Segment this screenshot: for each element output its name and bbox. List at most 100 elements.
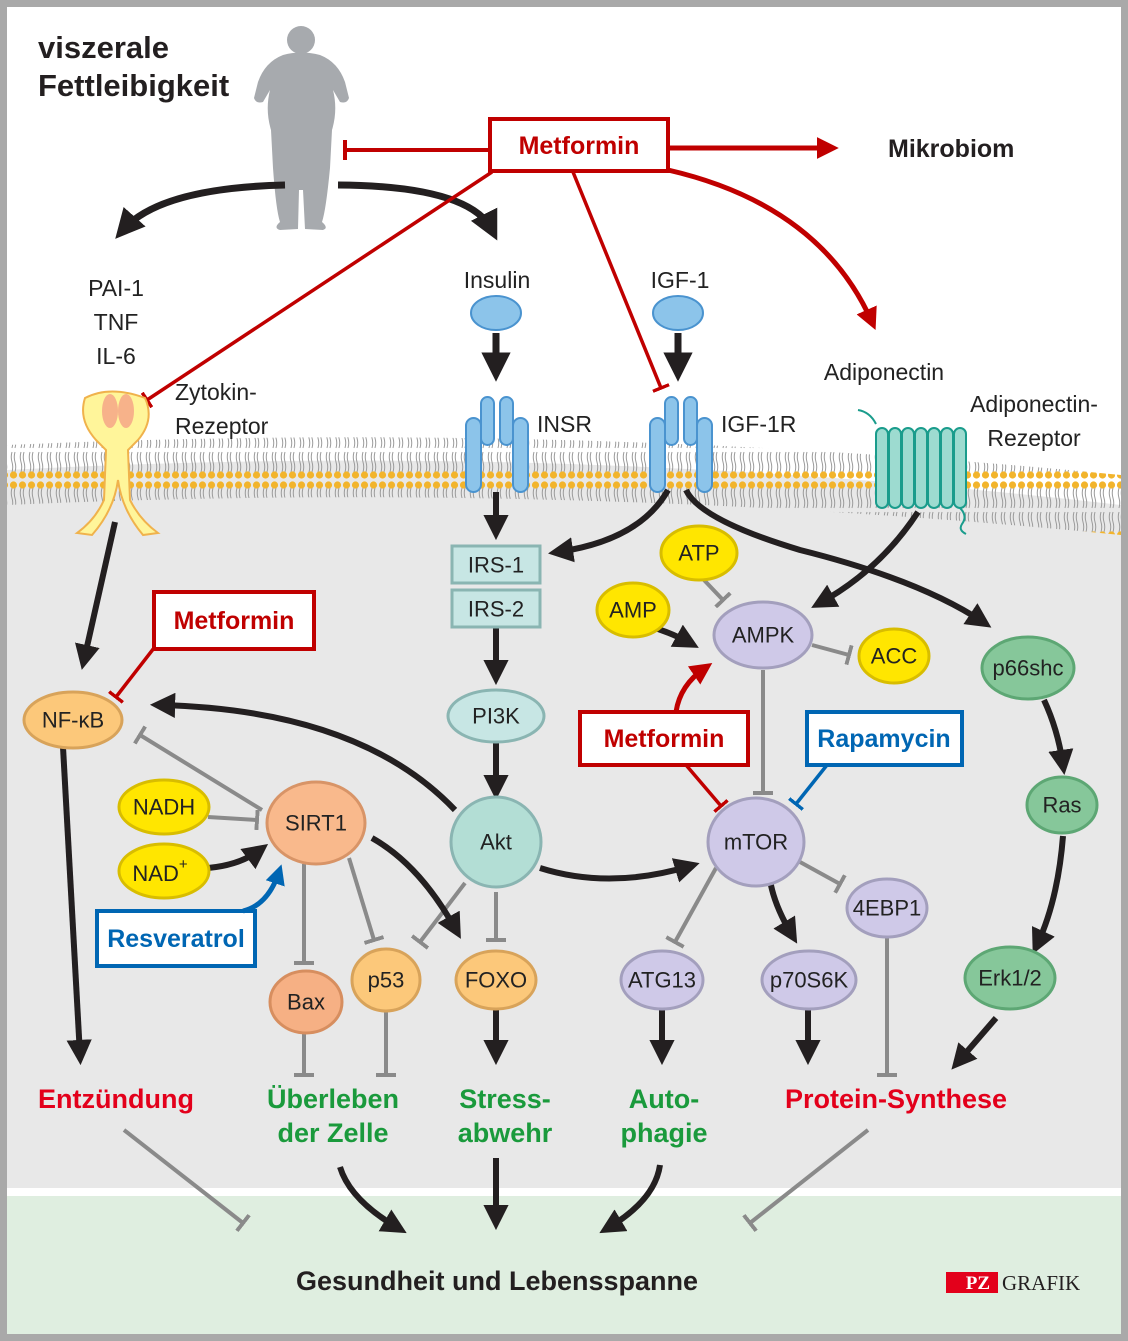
svg-text:ATG13: ATG13 bbox=[628, 968, 696, 993]
ampk-inhibits-acc bbox=[811, 643, 854, 666]
metformin-top-label: Metformin bbox=[519, 132, 640, 160]
rapamycin-inhibits-mtor bbox=[788, 763, 829, 811]
metformin-activates-ampk bbox=[673, 663, 713, 713]
node-p70s6k: p70S6K bbox=[760, 949, 858, 1011]
sirt1-inhibits-nfkb bbox=[133, 725, 264, 812]
outcome-protein-synthese: Protein-Synthese bbox=[785, 1084, 1007, 1114]
goal-label: Gesundheit und Lebensspanne bbox=[296, 1266, 698, 1296]
arrow-person-to-insulin bbox=[337, 181, 498, 241]
arrow-igf1r-to-irs bbox=[548, 488, 671, 563]
node-atg13: ATG13 bbox=[619, 949, 705, 1011]
arrow-sirt1-to-foxo bbox=[370, 835, 461, 939]
cytokine-receptor-icon bbox=[74, 390, 161, 537]
outcome-stress-2: abwehr bbox=[458, 1118, 553, 1148]
zytokin-receptor-label-1: Zytokin- bbox=[175, 379, 257, 405]
protein-synthese-inhibits-gesundheit bbox=[742, 1128, 870, 1233]
svg-text:4EBP1: 4EBP1 bbox=[853, 896, 922, 921]
arrow-akt-to-nfkb bbox=[149, 692, 458, 813]
zytokin-receptor-label-2: Rezeptor bbox=[175, 413, 269, 439]
metformin-inhibits-cytokine-receptor bbox=[140, 170, 493, 409]
adiponectin-receptor-label-1: Adiponectin- bbox=[970, 391, 1098, 417]
arrow-receptor-to-nfkb bbox=[75, 521, 118, 670]
node-erk: Erk1/2 bbox=[963, 945, 1057, 1011]
metformin-top-box[interactable]: Metformin bbox=[488, 117, 670, 173]
arrow-akt-to-mtor bbox=[539, 858, 700, 883]
outcome-ueberleben-2: der Zelle bbox=[277, 1118, 388, 1148]
node-irs1: IRS-1 bbox=[450, 544, 542, 585]
insr-label: INSR bbox=[537, 411, 592, 437]
arrow-erk-to-protein-synthese bbox=[951, 1016, 999, 1070]
title-line-1: viszerale bbox=[38, 30, 169, 65]
arrow-p66shc-to-ras bbox=[1041, 698, 1074, 775]
svg-text:Akt: Akt bbox=[480, 830, 512, 855]
metformin-to-adiponectin bbox=[667, 167, 877, 331]
outcome-ueberleben-1: Überleben bbox=[267, 1084, 399, 1114]
svg-text:IRS-1: IRS-1 bbox=[468, 553, 524, 578]
arrow-ueberleben-to-gesundheit bbox=[337, 1166, 407, 1234]
igf1r-receptor-icon bbox=[649, 396, 713, 493]
mtor-inhibits-atg13 bbox=[665, 867, 718, 949]
metformin-inhibits-igf1r bbox=[571, 171, 670, 393]
svg-text:p66shc: p66shc bbox=[993, 656, 1064, 681]
rapamycin-box[interactable]: Rapamycin bbox=[805, 710, 964, 767]
nadh-inhibits-sirt1 bbox=[207, 809, 260, 831]
node-p66shc: p66shc bbox=[980, 635, 1076, 701]
adiponectin-receptor-icon bbox=[857, 409, 967, 535]
node-mtor: mTOR bbox=[706, 796, 806, 888]
atp-inhibits-ampk bbox=[702, 578, 732, 609]
svg-text:NAD+: NAD+ bbox=[132, 856, 187, 886]
cytokine-tnf: TNF bbox=[94, 309, 139, 335]
node-atp: ATP bbox=[659, 524, 739, 582]
node-foxo: FOXO bbox=[454, 949, 538, 1011]
node-p53: p53 bbox=[350, 947, 422, 1013]
title-line-2: Fettleibigkeit bbox=[38, 68, 229, 103]
node-acc: ACC bbox=[857, 627, 931, 685]
adiponectin-receptor-label-2: Rezeptor bbox=[987, 425, 1081, 451]
resveratrol-box[interactable]: Resveratrol bbox=[95, 909, 257, 968]
node-bax: Bax bbox=[268, 969, 344, 1035]
metformin-nfkb-label: Metformin bbox=[174, 607, 295, 635]
node-amp: AMP bbox=[595, 581, 671, 639]
insr-receptor-icon bbox=[465, 396, 529, 493]
svg-text:FOXO: FOXO bbox=[465, 968, 527, 993]
cytokine-il6: IL-6 bbox=[96, 343, 136, 369]
node-nfkb: NF-κB bbox=[22, 690, 124, 750]
svg-text:NF-κB: NF-κB bbox=[42, 708, 104, 733]
arrow-adipor-to-ampk bbox=[811, 510, 921, 608]
outcome-auto-1: Auto- bbox=[629, 1084, 699, 1114]
adiponectin-label: Adiponectin bbox=[824, 359, 944, 385]
arrow-ras-to-erk bbox=[1031, 835, 1066, 955]
arrow-nad-to-sirt1 bbox=[207, 843, 269, 871]
metformin-nfkb-box[interactable]: Metformin bbox=[152, 590, 316, 651]
node-pi3k: PI3K bbox=[446, 688, 546, 744]
metformin-mtor-label: Metformin bbox=[604, 725, 725, 753]
sirt1-inhibits-p53 bbox=[347, 857, 385, 945]
node-ras: Ras bbox=[1025, 775, 1099, 835]
outcome-auto-2: phagie bbox=[620, 1118, 707, 1148]
outcome-stress-1: Stress- bbox=[459, 1084, 551, 1114]
node-4ebp1: 4EBP1 bbox=[845, 877, 929, 939]
resveratrol-label: Resveratrol bbox=[107, 925, 245, 953]
logo-text: GRAFIK bbox=[1002, 1271, 1080, 1295]
metformin-mtor-box[interactable]: Metformin bbox=[578, 710, 750, 767]
outcome-entzuendung: Entzündung bbox=[38, 1084, 194, 1114]
svg-text:p70S6K: p70S6K bbox=[770, 968, 849, 993]
svg-text:IRS-2: IRS-2 bbox=[468, 597, 524, 622]
mtor-inhibits-4ebp1 bbox=[799, 860, 847, 894]
igf1-ligand-icon bbox=[652, 295, 704, 331]
logo-badge: PZ bbox=[966, 1273, 990, 1294]
metformin-inhibits-mtor bbox=[684, 763, 729, 814]
footer-band bbox=[7, 1196, 1121, 1334]
cell-membrane bbox=[7, 437, 1121, 535]
node-sirt1: SIRT1 bbox=[265, 780, 367, 866]
svg-text:ACC: ACC bbox=[871, 644, 918, 669]
svg-text:mTOR: mTOR bbox=[724, 830, 788, 855]
arrow-nfkb-to-entzuendung bbox=[60, 746, 92, 1066]
mikrobiom-label: Mikrobiom bbox=[888, 135, 1014, 163]
resveratrol-activates-sirt1 bbox=[242, 864, 285, 914]
entzuendung-inhibits-gesundheit bbox=[122, 1128, 251, 1233]
node-akt: Akt bbox=[449, 795, 543, 889]
pz-grafik-logo: PZ GRAFIK bbox=[946, 1271, 1080, 1295]
igf1-label: IGF-1 bbox=[651, 267, 710, 293]
